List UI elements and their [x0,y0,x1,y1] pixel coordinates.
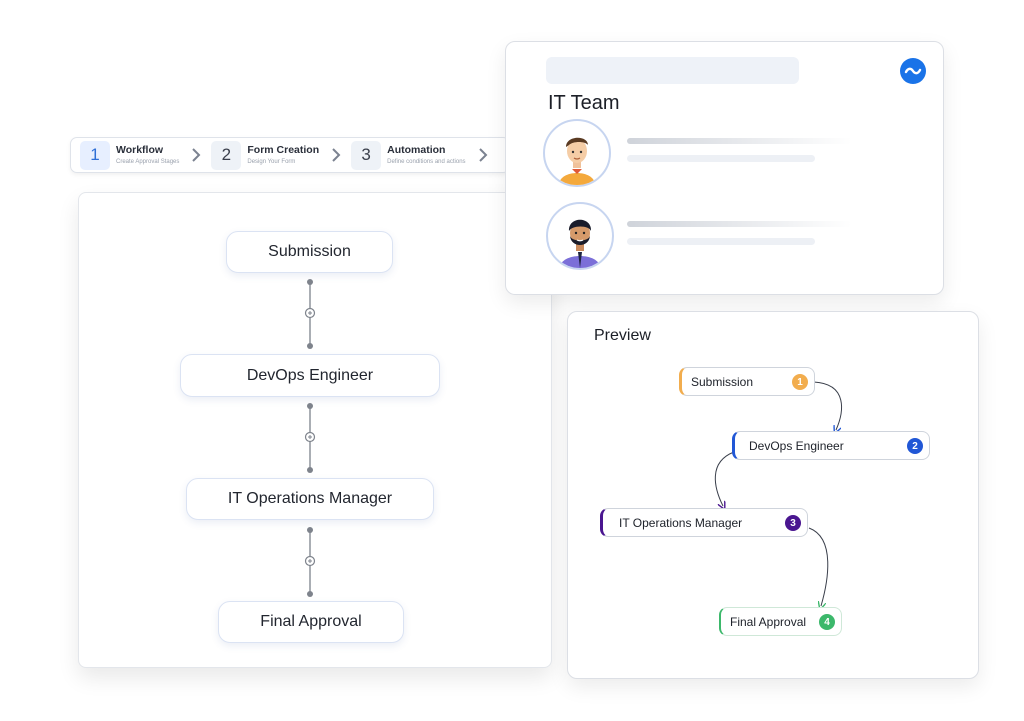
step-subtitle: Create Approval Stages [116,158,180,165]
preview-node-label: IT Operations Manager [619,515,743,530]
wave-logo-icon [900,58,926,84]
step-badge: 1 [792,374,808,390]
search-bar-placeholder[interactable] [546,57,799,84]
step-subtitle: Design Your Form [247,158,296,165]
preview-node-label: Submission [691,374,754,389]
step-title: Form Creation [247,144,320,157]
step-form-creation[interactable]: 2 Form Creation Design Your Form [211,140,320,170]
team-title: IT Team [548,92,620,114]
step-badge: 4 [819,614,835,630]
workflow-node-it-operations-manager[interactable]: IT Operations Manager [186,478,434,520]
workflow-builder-card: Submission DevOps Engineer IT Operations… [78,192,552,668]
step-badge: 3 [785,515,801,531]
chevron-right-icon [332,148,341,162]
member-name-placeholder [627,221,852,227]
team-card: IT Team [505,41,944,295]
workflow-node-devops-engineer[interactable]: DevOps Engineer [180,354,440,397]
workflow-connector [304,403,316,473]
avatar[interactable] [543,119,611,187]
member-role-placeholder [627,238,815,245]
preview-node-it-operations-manager[interactable]: IT Operations Manager 3 [600,508,808,537]
step-automation[interactable]: 3 Automation Define conditions and actio… [351,140,466,170]
step-workflow[interactable]: 1 Workflow Create Approval Stages [80,140,180,170]
step-number: 2 [211,140,242,170]
step-subtitle: Define conditions and actions [387,158,466,165]
member-role-placeholder [627,155,815,162]
preview-node-devops-engineer[interactable]: DevOps Engineer 2 [732,431,930,460]
chevron-right-icon [478,148,487,162]
workflow-connector [304,527,316,597]
preview-node-submission[interactable]: Submission 1 [679,367,815,396]
workflow-node-final-approval[interactable]: Final Approval [218,601,404,643]
preview-node-label: DevOps Engineer [749,438,844,453]
workflow-connector [304,279,316,349]
workflow-node-submission[interactable]: Submission [226,231,393,273]
step-number: 1 [80,140,110,170]
member-name-placeholder [627,138,852,144]
preview-title: Preview [594,327,651,344]
step-badge: 2 [907,438,923,454]
chevron-right-icon [192,148,201,162]
preview-node-label: Final Approval [730,614,807,629]
preview-node-final-approval[interactable]: Final Approval 4 [719,607,842,636]
avatar[interactable] [546,202,614,270]
step-title: Automation [387,144,446,157]
step-number: 3 [351,140,382,170]
preview-card: Preview Submission 1 DevOps Engineer 2 I… [567,311,979,679]
workflow-stepper: 1 Workflow Create Approval Stages 2 Form… [70,137,510,173]
step-title: Workflow [116,144,164,157]
